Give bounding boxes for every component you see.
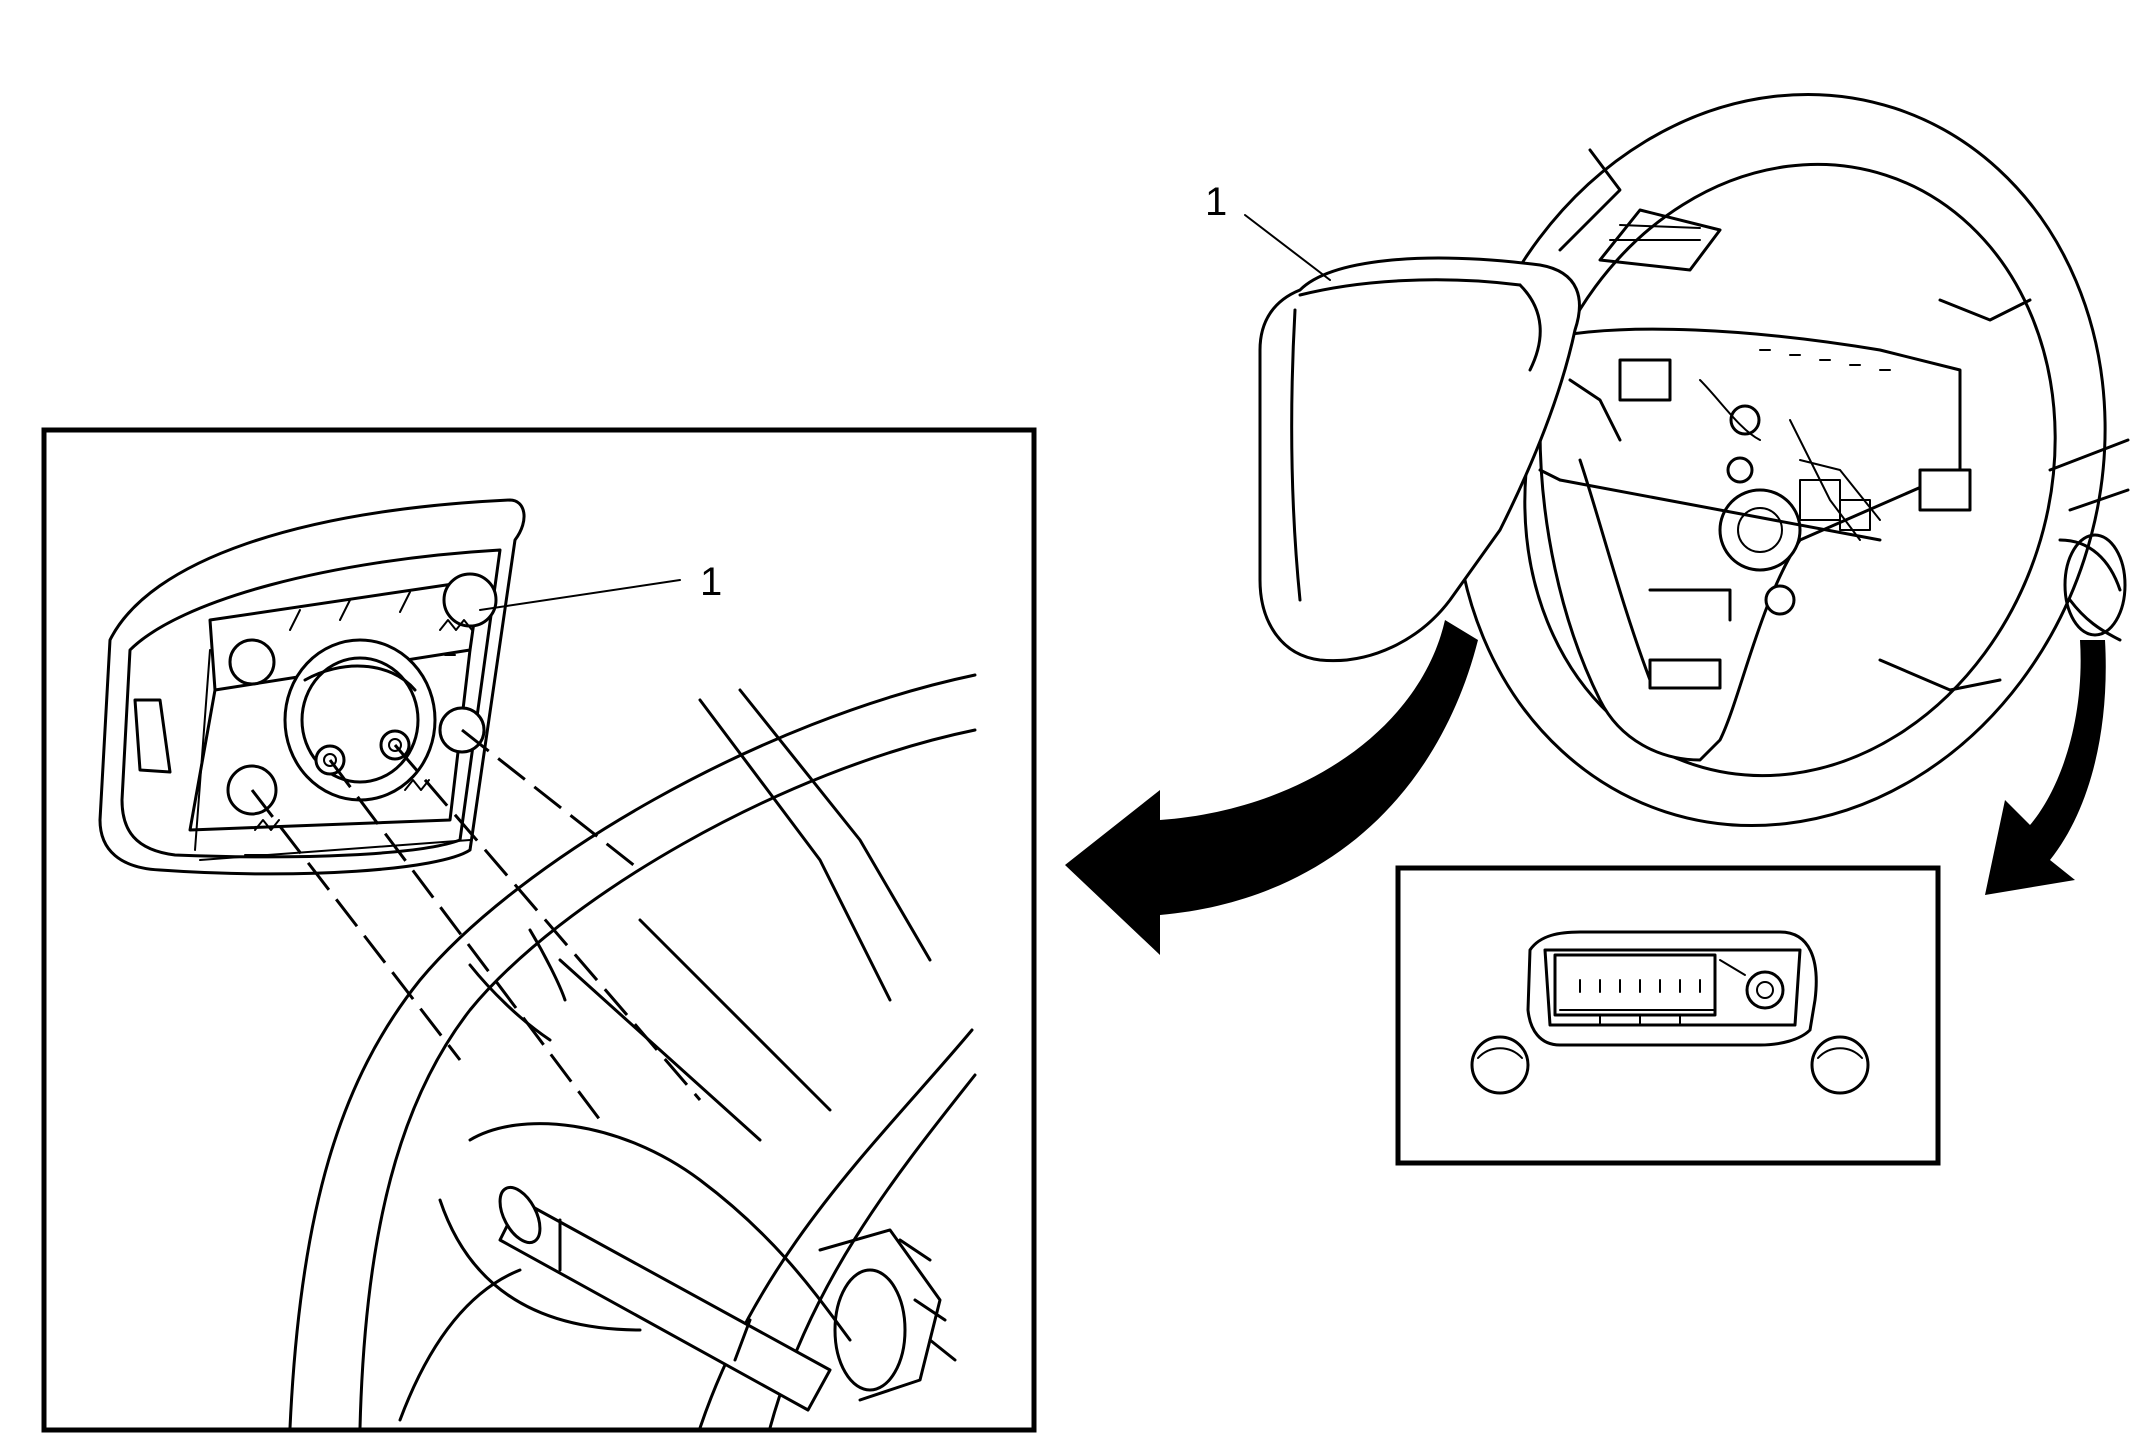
airbag-module-rear — [98, 498, 526, 876]
inset-detail-panel: 1 — [41, 427, 1037, 1433]
wheel-callout-label: 1 — [1205, 180, 1227, 224]
curved-arrow-down-icon — [1985, 640, 2106, 895]
wheel-callout-leader — [1244, 214, 1331, 281]
connector-detail-panel — [1395, 865, 1941, 1166]
inset-callout-leader — [479, 579, 681, 611]
steering-wheel-rim-detail — [288, 673, 977, 1430]
steering-wheel-overview: 1 — [1205, 92, 2130, 828]
alignment-lines — [250, 728, 702, 1121]
inset-callout-label: 1 — [700, 560, 722, 604]
curved-arrow-left-icon — [1065, 620, 1478, 955]
